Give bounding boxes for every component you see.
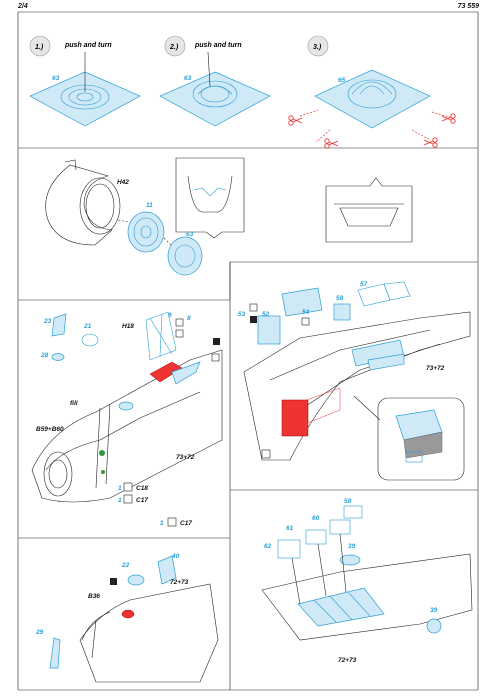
step-2-part: 63	[184, 75, 192, 82]
label-53: 53	[238, 311, 246, 318]
step-2-plate	[159, 71, 271, 127]
label-model-72-73: 72+73	[170, 579, 189, 586]
label-39-a: 39	[348, 543, 356, 550]
label-60: 60	[312, 515, 320, 522]
step-3-badge	[307, 35, 329, 57]
label-1a: 1	[118, 485, 122, 492]
panel-borders	[17, 11, 479, 691]
part-57b	[383, 281, 411, 301]
label-28: 28	[40, 352, 49, 359]
part-39-top	[339, 554, 361, 566]
step-1-caption: push and turn	[64, 42, 112, 49]
label-c17: C17	[136, 497, 148, 504]
part-60	[329, 519, 351, 535]
step-3-plate	[314, 69, 431, 129]
step-2-badge	[164, 35, 186, 57]
label-22: 22	[121, 562, 130, 569]
part-11-fan	[127, 211, 165, 253]
label-62: 62	[264, 543, 272, 550]
part-63-fan	[167, 236, 203, 276]
step-1-number: 1.)	[35, 44, 44, 51]
step-1	[29, 35, 141, 127]
step-3	[299, 35, 453, 143]
cockpit-drawing	[49, 555, 219, 683]
fuselage-drawing-right	[243, 281, 471, 461]
labels: 1.) push and turn 63 2.) push and turn 6…	[35, 42, 445, 664]
red-part	[149, 361, 183, 383]
label-21: 21	[83, 323, 92, 330]
step-2-caption: push and turn	[194, 42, 242, 49]
label-58: 58	[336, 295, 344, 302]
part-54	[281, 287, 323, 317]
step-1-part: 63	[52, 75, 60, 82]
part-58-canopy	[343, 505, 363, 519]
label-b59: B59+B60	[36, 426, 64, 433]
label-52: 52	[262, 311, 270, 318]
part-40	[157, 555, 177, 585]
fuselage-drawing-left	[31, 311, 223, 503]
label-63: 63	[186, 231, 194, 238]
page-number: 2/4	[18, 3, 28, 10]
label-9: 9	[168, 312, 172, 319]
step-3-number: 3.)	[313, 44, 322, 51]
label-1b: 1	[118, 497, 122, 504]
green-dot	[99, 450, 105, 456]
part-22	[127, 574, 145, 586]
part-58	[333, 303, 351, 321]
step-1-plate	[29, 71, 141, 127]
label-c17b: C17	[180, 520, 192, 527]
kit-code: 73 559	[457, 3, 479, 10]
label-8: 8	[187, 315, 191, 322]
scissors-icons	[288, 113, 456, 149]
part-39-bottom	[426, 618, 442, 634]
label-54: 54	[302, 309, 310, 316]
detail-callout	[175, 157, 245, 239]
label-23: 23	[43, 318, 52, 325]
label-c18: C18	[136, 485, 148, 492]
part-29	[49, 637, 61, 669]
magnifier-callout	[353, 395, 465, 481]
label-29: 29	[35, 629, 44, 636]
step-3-part: 65	[338, 77, 346, 84]
engine-intake-drawing	[45, 159, 203, 276]
step-2	[159, 35, 271, 127]
red-bay	[281, 399, 309, 437]
label-39-b: 39	[430, 607, 438, 614]
label-model-72-73-b: 72+73	[338, 657, 357, 664]
part-62	[277, 539, 301, 559]
label-58-b: 58	[344, 498, 352, 505]
part-23	[51, 313, 67, 337]
step-2-number: 2.)	[169, 44, 179, 51]
label-h42: H42	[117, 179, 129, 186]
label-61: 61	[286, 525, 294, 532]
window-blue-1	[297, 587, 385, 627]
label-1c: 1	[160, 520, 164, 527]
detail-box-right	[325, 177, 413, 243]
label-model-73-72-b: 73+72	[426, 365, 445, 372]
label-h18: H18	[122, 323, 134, 330]
label-fill: fill	[70, 400, 78, 407]
canopy-drawing	[261, 505, 473, 641]
step-1-badge	[29, 35, 51, 57]
label-b36: B36	[88, 593, 100, 600]
label-model-73-72: 73+72	[176, 454, 195, 461]
callout-boxes	[123, 318, 220, 527]
part-61	[305, 529, 327, 545]
label-57: 57	[360, 281, 368, 288]
label-11: 11	[146, 202, 153, 209]
label-40: 40	[171, 553, 180, 560]
part-53	[257, 315, 281, 345]
